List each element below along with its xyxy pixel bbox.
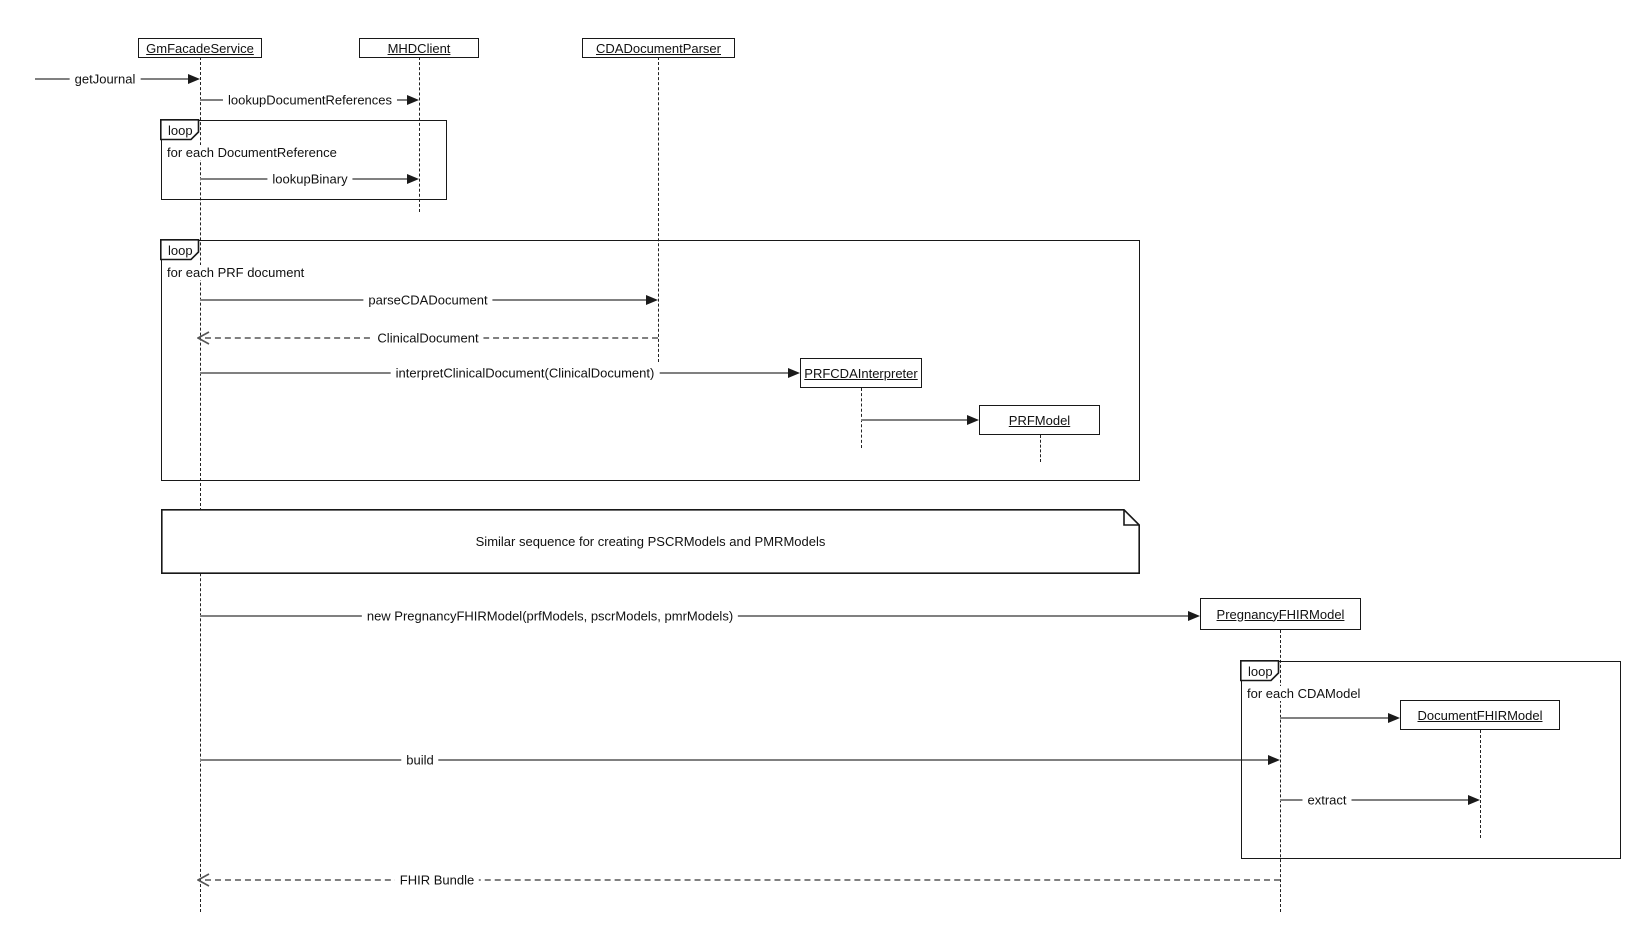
participant-prfcdainterpreter: PRFCDAInterpreter [800,358,922,388]
loop-condition: for each DocumentReference [165,145,339,160]
message-label-build: build [401,752,439,768]
arrowhead-icon [407,174,419,184]
message-line-create-prfmodel [861,419,967,421]
note-similar-sequence: Similar sequence for creating PSCRModels… [161,509,1140,574]
arrowhead-icon [788,368,800,378]
participant-label: PRFModel [1008,412,1071,428]
message-line-create-documentfhirmodel [1280,717,1388,719]
loop-condition: for each PRF document [165,265,307,280]
loop-tab-icon [1240,660,1280,682]
message-line-extract [1280,799,1468,801]
message-label-lookupdocumentreferences: lookupDocumentReferences [222,92,398,108]
return-arrowhead-icon [197,873,210,887]
loop-condition: for each CDAModel [1245,686,1363,701]
participant-cdadocumentparser: CDADocumentParser [582,38,735,58]
loop-frame-prf-document: loop for each PRF document [160,239,1140,481]
participant-mhdclient: MHDClient [359,38,479,58]
loop-keyword: loop [1248,664,1273,679]
message-line-build [200,759,1268,761]
participant-label: CDADocumentParser [596,40,721,56]
loop-keyword: loop [168,243,193,258]
lifeline-prfcdainterpreter [861,388,862,448]
arrowhead-icon [1188,611,1200,621]
arrowhead-icon [646,295,658,305]
lifeline-cdadocumentparser [658,57,659,362]
message-label-new-pregnancyfhirmodel: new PregnancyFHIRModel(prfModels, pscrMo… [361,608,739,624]
message-line-fhirbundle [205,879,1280,881]
participant-label: MHDClient [387,40,451,56]
loop-frame-document-reference: loop for each DocumentReference [160,119,447,200]
loop-frame-cda-model: loop for each CDAModel [1240,660,1621,859]
lifeline-documentfhirmodel [1480,730,1481,838]
participant-gmfacadeservice: GmFacadeService [138,38,262,58]
message-label-lookupbinary: lookupBinary [267,171,353,187]
message-label-parsecdadocument: parseCDADocument [363,292,493,308]
message-label-clinicaldocument: ClinicalDocument [372,330,484,346]
message-label-getjournal: getJournal [69,71,141,87]
arrowhead-icon [188,74,200,84]
message-label-extract: extract [1302,792,1352,808]
return-arrowhead-icon [197,331,210,345]
participant-label: GmFacadeService [146,40,254,56]
note-shape-icon [161,509,1140,574]
arrowhead-icon [1468,795,1480,805]
lifeline-prfmodel [1040,435,1041,462]
arrowhead-icon [967,415,979,425]
loop-tab-icon [160,239,200,261]
message-label-fhirbundle: FHIR Bundle [394,872,480,888]
note-text: Similar sequence for creating PSCRModels… [475,534,826,549]
lifeline-mhdclient [419,57,420,212]
participant-prfmodel: PRFModel [979,405,1100,435]
loop-keyword: loop [168,123,193,138]
arrowhead-icon [1268,755,1280,765]
participant-label: PRFCDAInterpreter [804,365,918,381]
lifeline-pregnancyfhirmodel [1280,630,1281,912]
arrowhead-icon [407,95,419,105]
arrowhead-icon [1388,713,1400,723]
participant-pregnancyfhirmodel: PregnancyFHIRModel [1200,598,1361,630]
message-label-interpretclinicaldocument: interpretClinicalDocument(ClinicalDocume… [390,365,660,381]
participant-label: PregnancyFHIRModel [1216,606,1345,622]
lifeline-gmfacadeservice [200,57,201,912]
participant-documentfhirmodel: DocumentFHIRModel [1400,700,1560,730]
loop-tab-icon [160,119,200,141]
participant-label: DocumentFHIRModel [1417,707,1543,723]
